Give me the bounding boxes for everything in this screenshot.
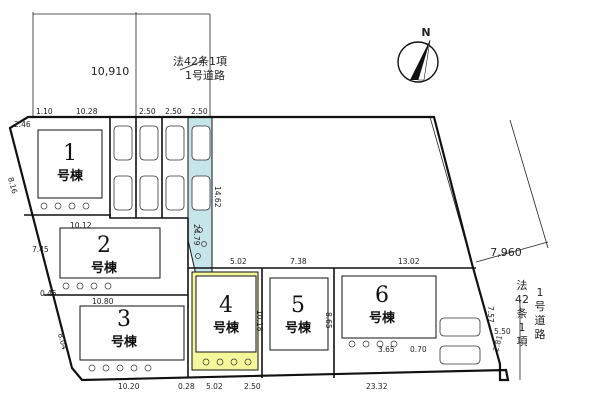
svg-text:7.57: 7.57: [486, 306, 495, 323]
north-arrow-icon: [410, 40, 430, 80]
lot-2-label: 2 号棟: [91, 233, 118, 276]
svg-text:号: 号: [535, 300, 546, 313]
svg-text:23.32: 23.32: [366, 382, 388, 391]
compass: N: [397, 26, 439, 83]
svg-text:3.65: 3.65: [378, 345, 395, 354]
svg-text:2: 2: [97, 233, 111, 258]
svg-text:13.02: 13.02: [398, 257, 420, 266]
svg-text:号棟: 号棟: [285, 320, 312, 336]
yard-markers: [40, 202, 398, 372]
site-boundary: [8, 115, 510, 382]
svg-text:号棟: 号棟: [57, 168, 84, 184]
svg-text:4: 4: [219, 293, 233, 318]
svg-text:8.16: 8.16: [6, 176, 19, 195]
svg-text:0.45: 0.45: [40, 289, 57, 298]
svg-text:0.70: 0.70: [410, 345, 427, 354]
svg-text:項: 項: [517, 335, 528, 348]
building-footprints: [37, 129, 437, 361]
svg-text:5.50: 5.50: [494, 327, 511, 336]
svg-text:0.28: 0.28: [178, 382, 195, 391]
lot-4-label: 4 号棟: [213, 293, 240, 336]
svg-text:号棟: 号棟: [213, 320, 240, 336]
svg-text:条: 条: [517, 306, 528, 320]
svg-text:10.20: 10.20: [118, 382, 140, 391]
road-right-leaders: [429, 116, 549, 380]
svg-text:号棟: 号棟: [369, 310, 396, 326]
road-top-leaders: [32, 12, 211, 117]
lot-1-label: 1 号棟: [57, 141, 84, 184]
svg-text:2.50: 2.50: [244, 382, 261, 391]
svg-text:42: 42: [515, 293, 529, 306]
road-top-width: 10,910: [91, 65, 130, 78]
svg-text:8.65: 8.65: [324, 312, 333, 329]
svg-text:24.79: 24.79: [192, 224, 201, 246]
north-label: N: [421, 26, 430, 39]
lot-5-label: 5 号棟: [285, 293, 312, 336]
svg-text:10.18: 10.18: [255, 310, 264, 332]
svg-text:道: 道: [535, 313, 546, 327]
svg-text:10.12: 10.12: [70, 221, 92, 230]
svg-text:2.50: 2.50: [191, 107, 208, 116]
svg-text:6: 6: [375, 283, 389, 308]
svg-text:10.80: 10.80: [92, 297, 114, 306]
lot-6-label: 6 号棟: [369, 283, 396, 326]
svg-text:路: 路: [535, 328, 546, 341]
road-right-type: 1 号 道 路: [535, 286, 546, 341]
lot-dividers: [24, 117, 476, 378]
svg-text:2.46: 2.46: [14, 120, 31, 129]
svg-text:7.38: 7.38: [290, 257, 307, 266]
svg-text:8.04: 8.04: [56, 332, 69, 351]
svg-text:1.10: 1.10: [36, 107, 53, 116]
svg-text:3: 3: [117, 307, 131, 332]
road-right-legal: 法 42 条 1 項: [515, 278, 529, 348]
road-top-legal: 法42条1項: [173, 54, 227, 68]
svg-text:1: 1: [537, 286, 544, 299]
lot-3-label: 3 号棟: [111, 307, 138, 350]
svg-text:2.50: 2.50: [139, 107, 156, 116]
svg-text:号棟: 号棟: [111, 334, 138, 350]
svg-text:2.81: 2.81: [491, 334, 504, 353]
svg-text:14.62: 14.62: [213, 186, 222, 208]
svg-text:法: 法: [517, 278, 528, 292]
svg-text:10.28: 10.28: [76, 107, 98, 116]
dimension-labels: 2.46 1.10 10.28 2.50 2.50 2.50 8.16 14.6…: [6, 107, 511, 391]
svg-text:1: 1: [63, 141, 77, 166]
svg-text:5.02: 5.02: [206, 382, 223, 391]
svg-text:号棟: 号棟: [91, 260, 118, 276]
road-top-type: 1号道路: [185, 68, 225, 82]
svg-text:1: 1: [519, 321, 526, 334]
parking-spaces: [113, 125, 481, 365]
svg-text:2.50: 2.50: [165, 107, 182, 116]
road-right-width: 7,960: [490, 246, 522, 259]
svg-text:5.02: 5.02: [230, 257, 247, 266]
svg-text:5: 5: [291, 293, 305, 318]
svg-text:7.45: 7.45: [32, 245, 49, 254]
